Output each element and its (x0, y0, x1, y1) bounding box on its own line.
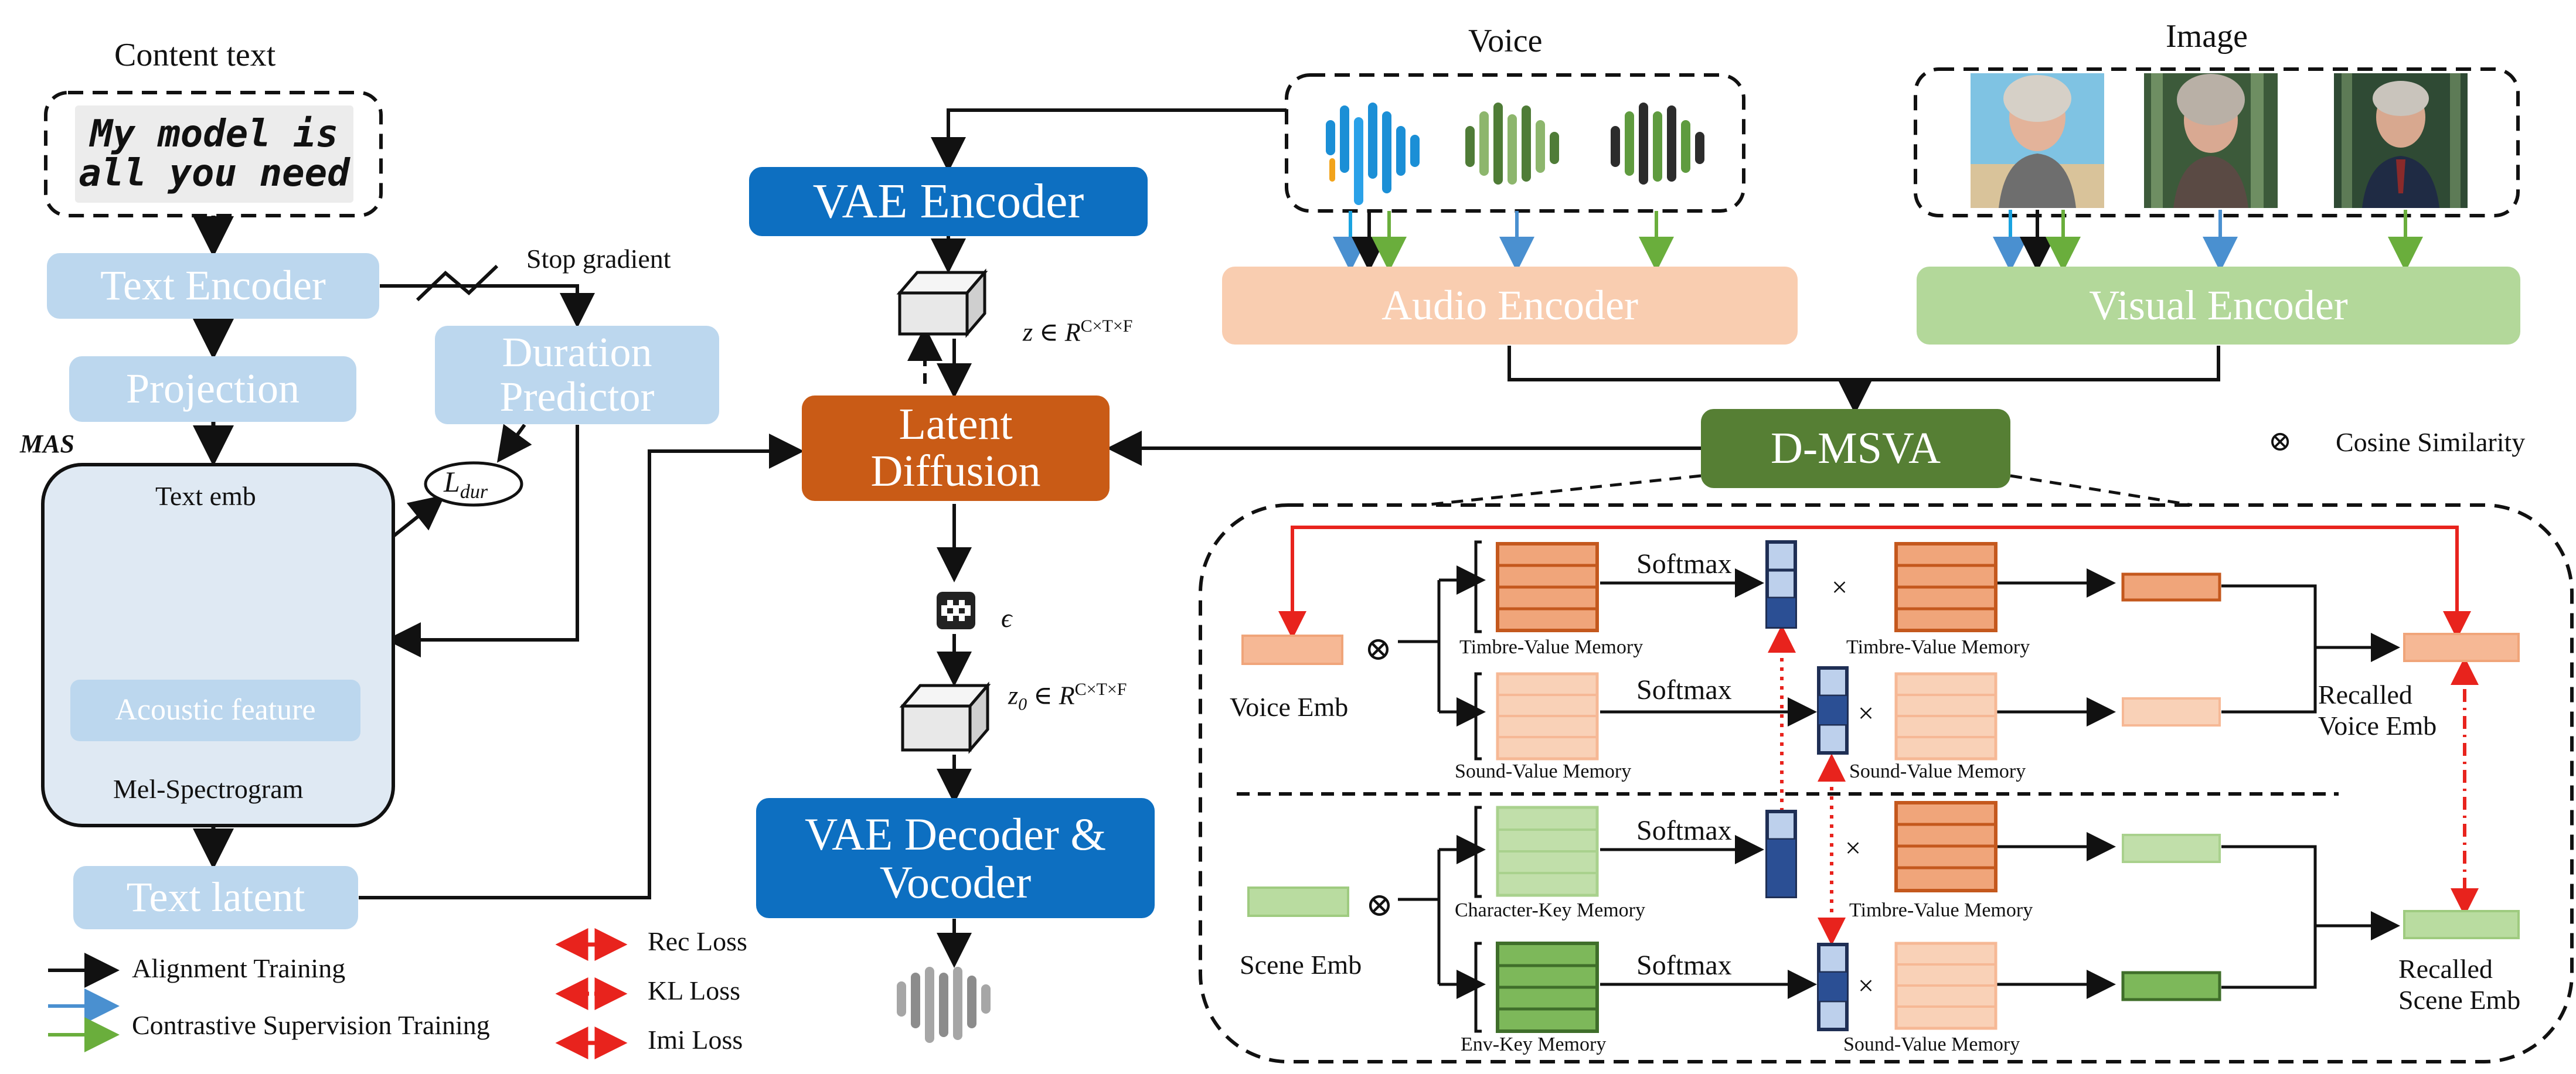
duration-predictor: Duration Predictor (435, 326, 719, 424)
cosine-similarity-label: Cosine Similarity (2336, 427, 2526, 457)
sound-value-memory-1 (1496, 672, 1599, 761)
env-key-memory (1496, 942, 1599, 1033)
mel-spectrogram-label: Mel-Spectrogram (113, 774, 304, 804)
recalled-character-vector (2122, 834, 2221, 863)
legend-kl-loss: KL Loss (648, 976, 741, 1005)
legend-contrastive: Contrastive Supervision Training (132, 1010, 490, 1040)
portrait-forest-woman-image (2144, 73, 2278, 208)
output-waveform-icon (897, 967, 991, 1043)
l-dur-label: Ldur (444, 465, 488, 503)
recalled-env-vector (2121, 971, 2221, 1001)
portrait-forest-man-image (2334, 73, 2468, 208)
content-text-box: My model is all you need (75, 105, 353, 203)
z-label: z ∈ RC×T×F (1023, 316, 1133, 347)
duration-line-2: Predictor (499, 373, 655, 420)
memory-frame (1199, 503, 2574, 1063)
noise-icon (937, 592, 975, 629)
mas-label: MAS (20, 429, 74, 458)
timbre-value-label-1: Timbre-Value Memory (1459, 636, 1643, 658)
recalled-scene-emb-vector (2403, 910, 2520, 939)
latent-cube-z0-icon (899, 681, 991, 754)
env-key-label: Env-Key Memory (1461, 1034, 1607, 1055)
visual-encoder: Visual Encoder (1917, 267, 2520, 345)
timbre-value-memory-2 (1894, 542, 1997, 632)
voice-title: Voice (1468, 23, 1543, 59)
attention-weights-3 (1765, 810, 1797, 898)
otimes-voice: ⊗ (1364, 631, 1392, 667)
stop-gradient-label: Stop gradient (526, 244, 671, 274)
voice-waveform-dark-icon (1611, 103, 1704, 185)
content-text-title: Content text (114, 37, 276, 73)
vae-encoder: VAE Encoder (749, 167, 1148, 236)
l-dur-loss (424, 461, 523, 507)
portrait-beach-image (1971, 73, 2104, 208)
image-frame (1914, 67, 2520, 217)
legend-imi-loss: Imi Loss (648, 1025, 743, 1055)
audio-encoder: Audio Encoder (1222, 267, 1798, 345)
latent-diffusion: Latent Diffusion (802, 395, 1110, 501)
times-3: × (1845, 833, 1862, 864)
content-line-1: My model is (90, 112, 339, 156)
legend-alignment: Alignment Training (132, 953, 346, 983)
text-latent: Text latent (73, 866, 358, 929)
character-key-label: Character-Key Memory (1455, 899, 1646, 921)
d-msva: D-MSVA (1701, 409, 2010, 488)
times-1: × (1832, 572, 1848, 603)
attention-weights-1 (1765, 540, 1797, 629)
voice-waveform-green-icon (1465, 103, 1559, 185)
sound-value-label-3: Sound-Value Memory (1843, 1034, 2020, 1055)
text-encoder: Text Encoder (47, 253, 379, 319)
projection: Projection (69, 356, 356, 422)
duration-line-1: Duration (502, 329, 652, 376)
recalled-voice-emb-vector (2403, 633, 2520, 662)
sound-value-memory-2 (1894, 672, 1997, 761)
latent-line-1: Latent (899, 400, 1013, 449)
epsilon-label: ϵ (1001, 603, 1012, 633)
softmax-2: Softmax (1636, 674, 1732, 705)
timbre-value-memory-1 (1496, 542, 1599, 632)
character-key-memory (1496, 806, 1599, 897)
recalled-timbre-vector (2121, 572, 2221, 602)
z0-label: z0 ∈ RC×T×F (1008, 680, 1127, 714)
voice-emb-vector (1241, 635, 1343, 665)
times-2: × (1858, 698, 1874, 729)
attention-weights-4 (1817, 943, 1849, 1031)
softmax-3: Softmax (1636, 815, 1732, 846)
timbre-value-memory-3 (1894, 801, 1997, 892)
text-emb-label: Text emb (155, 481, 256, 511)
mas-block (41, 463, 395, 827)
vae-decoder-line-2: Vocoder (879, 856, 1032, 908)
scene-emb-label: Scene Emb (1240, 950, 1362, 980)
latent-line-2: Diffusion (870, 446, 1041, 496)
sound-value-memory-3 (1894, 942, 1997, 1030)
content-line-2: all you need (79, 152, 350, 195)
times-4: × (1858, 970, 1874, 1001)
voice-waveform-blue-icon (1326, 103, 1420, 205)
otimes-scene: ⊗ (1366, 887, 1393, 923)
softmax-4: Softmax (1636, 950, 1732, 981)
latent-cube-icon (896, 268, 988, 338)
softmax-1: Softmax (1636, 548, 1732, 579)
timbre-value-label-3: Timbre-Value Memory (1849, 899, 2033, 921)
voice-emb-label: Voice Emb (1230, 692, 1349, 722)
timbre-value-label-2: Timbre-Value Memory (1846, 636, 2030, 658)
sound-value-label-1: Sound-Value Memory (1455, 761, 1632, 782)
legend-rec-loss: Rec Loss (648, 926, 747, 956)
cosine-symbol: ⊗ (2268, 426, 2292, 457)
scene-emb-vector (1247, 887, 1349, 917)
vae-decoder-vocoder: VAE Decoder & Vocoder (756, 798, 1155, 918)
image-title: Image (2166, 18, 2248, 54)
sound-value-label-2: Sound-Value Memory (1849, 761, 2026, 782)
vae-decoder-line-1: VAE Decoder & (804, 808, 1107, 860)
attention-weights-2 (1817, 666, 1849, 755)
acoustic-feature: Acoustic feature (70, 680, 360, 741)
recalled-sound-vector (2122, 697, 2221, 727)
